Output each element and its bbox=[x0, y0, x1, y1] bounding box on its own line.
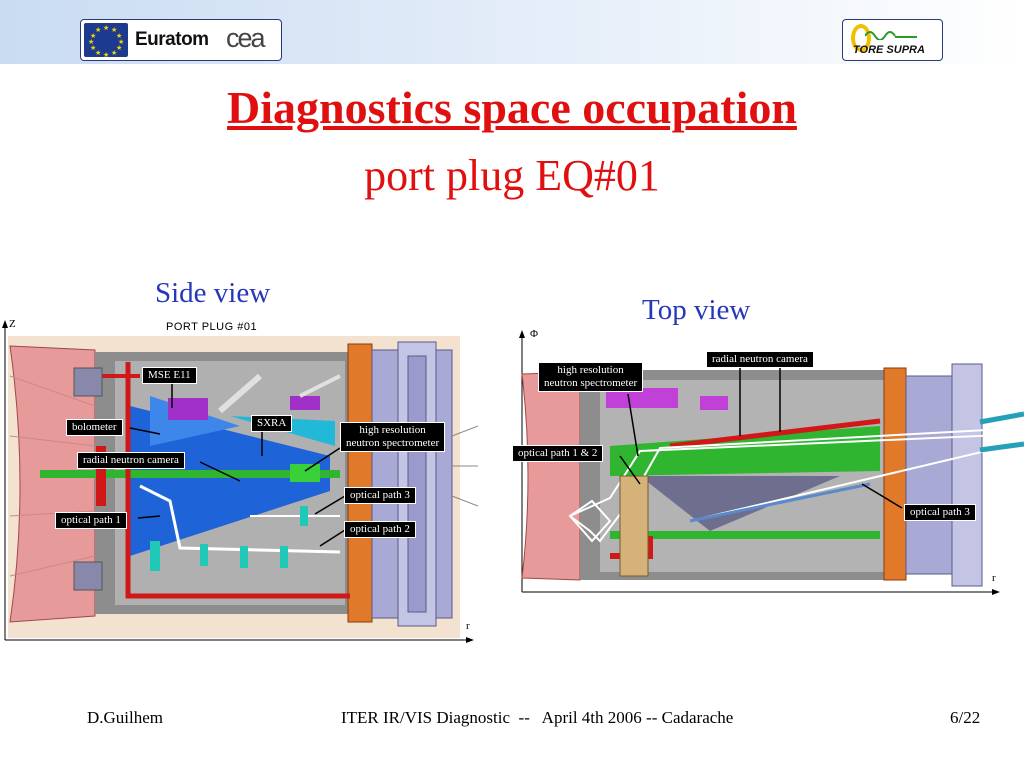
callout-optical-path-1-and-2: optical path 1 & 2 bbox=[512, 445, 604, 462]
callout-side-hrns: high resolution neutron spectrometer bbox=[340, 422, 446, 452]
top-view-label: Top view bbox=[642, 294, 751, 326]
tore-supra-wave-icon bbox=[865, 31, 917, 40]
callout-top-hrns-line2: neutron spectrometer bbox=[544, 377, 638, 389]
side-view-label: Side view bbox=[155, 277, 271, 309]
side-view-figure: Z r PORT PLUG #01 MSE E11 bolometer SXRA… bbox=[0, 316, 479, 646]
cea-wordmark: cea bbox=[226, 23, 266, 53]
footer-page-number: 6/22 bbox=[950, 708, 981, 727]
side-view-r-axis-label: r bbox=[466, 620, 470, 632]
tore-supra-ring-icon bbox=[851, 24, 871, 52]
callout-top-radial-neutron-camera: radial neutron camera bbox=[706, 351, 814, 368]
callout-top-hrns-line1: high resolution bbox=[557, 364, 624, 376]
top-view-drawing bbox=[519, 330, 1024, 595]
eu-flag-icon: ★★ ★★ ★★ ★★ ★★ ★★ bbox=[84, 23, 128, 59]
slide-subtitle: port plug EQ#01 bbox=[364, 151, 660, 200]
top-view-figure: Φ r high resolution neutron spectrometer… bbox=[510, 326, 1024, 598]
footer-event: ITER IR/VIS Diagnostic -- April 4th 2006… bbox=[341, 708, 734, 727]
callout-side-optical-path-3: optical path 3 bbox=[344, 487, 416, 504]
tore-supra-wordmark: TORE SUPRA bbox=[853, 44, 925, 56]
top-view-phi-axis-label: Φ bbox=[530, 328, 539, 340]
side-view-drawing bbox=[2, 320, 479, 643]
euratom-cea-logo: ★★ ★★ ★★ ★★ ★★ ★★ Euratom cea bbox=[80, 19, 282, 61]
callout-optical-path-2: optical path 2 bbox=[344, 521, 416, 538]
callout-top-hrns: high resolution neutron spectrometer bbox=[538, 362, 644, 392]
port-plug-caption: PORT PLUG #01 bbox=[166, 321, 258, 333]
callout-optical-path-1: optical path 1 bbox=[55, 512, 127, 529]
footer-author: D.Guilhem bbox=[87, 708, 164, 727]
callout-mse-e11: MSE E11 bbox=[142, 367, 197, 384]
euratom-wordmark: Euratom bbox=[135, 29, 209, 50]
slide-title: Diagnostics space occupation bbox=[227, 82, 797, 133]
callout-sxra: SXRA bbox=[251, 415, 293, 432]
side-view-z-axis-label: Z bbox=[9, 318, 16, 330]
tore-supra-logo: TORE SUPRA bbox=[842, 19, 943, 61]
callout-side-hrns-line2: neutron spectrometer bbox=[346, 437, 440, 449]
callout-side-hrns-line1: high resolution bbox=[359, 424, 426, 436]
callout-top-optical-path-3: optical path 3 bbox=[904, 504, 976, 521]
top-view-r-axis-label: r bbox=[992, 572, 996, 584]
callout-side-radial-neutron-camera: radial neutron camera bbox=[77, 452, 185, 469]
callout-bolometer: bolometer bbox=[66, 419, 123, 436]
